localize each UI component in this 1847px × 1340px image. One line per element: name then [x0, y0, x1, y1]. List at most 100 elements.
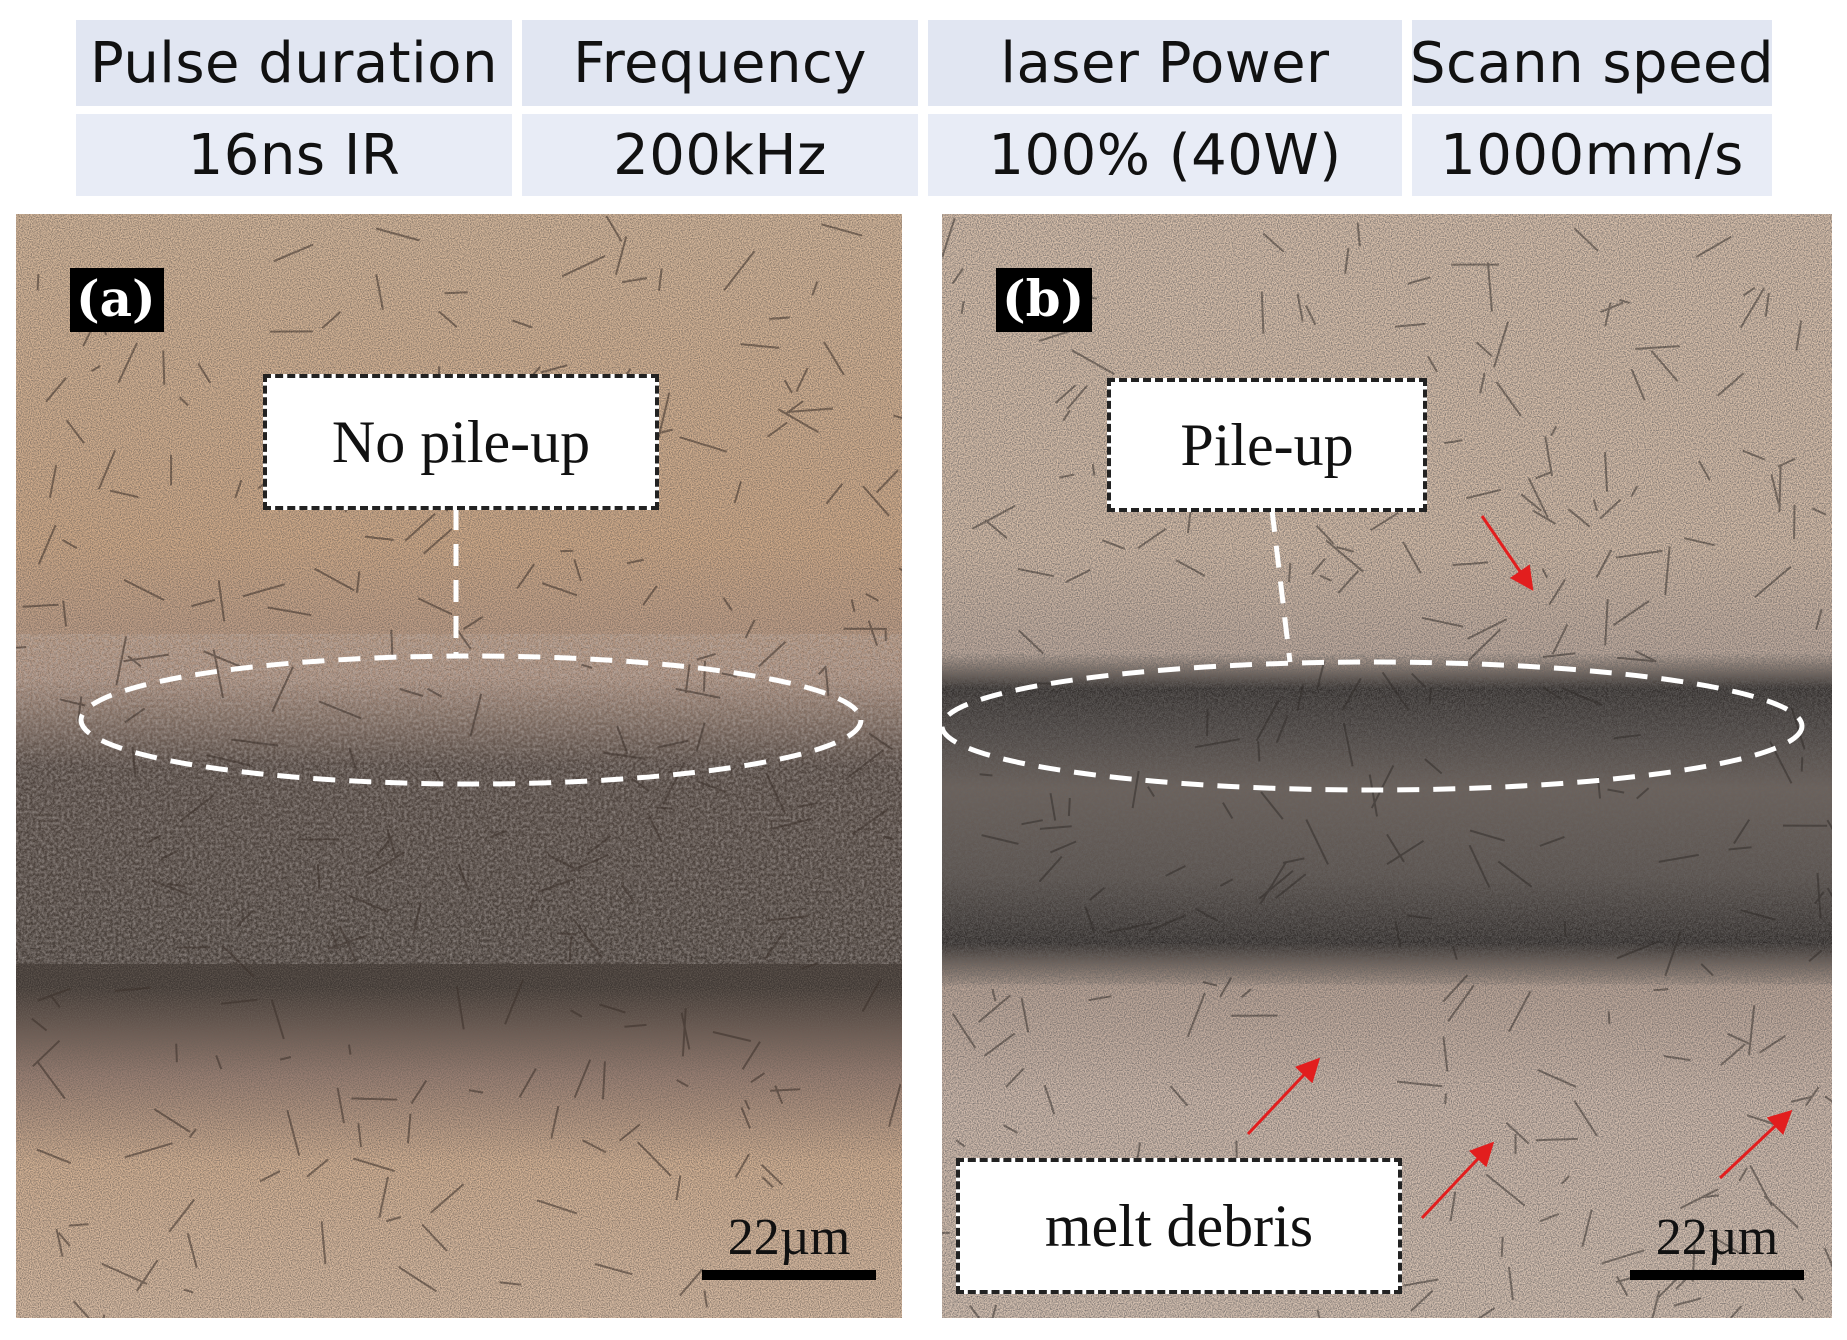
surface-scratch — [1137, 527, 1167, 550]
surface-scratch — [365, 851, 406, 877]
surface-scratch — [123, 578, 165, 601]
melt-debris-callout: melt debris — [956, 1158, 1402, 1294]
surface-scratch — [765, 772, 787, 815]
surface-scratch — [1447, 984, 1475, 1022]
surface-scratch — [1325, 539, 1364, 573]
surface-scratch — [457, 863, 471, 891]
surface-scratch — [1344, 247, 1350, 275]
surface-scratch — [32, 1039, 61, 1068]
surface-scratch — [1508, 1266, 1514, 1301]
surface-scratch — [1202, 981, 1218, 987]
surface-scratch — [48, 465, 58, 498]
surface-scratch — [167, 883, 185, 888]
surface-scratch — [153, 1108, 191, 1133]
surface-scratch — [127, 655, 142, 668]
surface-scratch — [1505, 1121, 1530, 1145]
surface-scratch — [183, 1288, 194, 1294]
surface-scratch — [599, 1003, 626, 1014]
surface-scratch — [1826, 819, 1832, 830]
surface-scratch — [318, 700, 362, 720]
surface-scratch — [1581, 1209, 1593, 1248]
surface-scratch — [242, 583, 285, 598]
surface-scratch — [1468, 628, 1502, 661]
surface-scratch — [572, 918, 604, 959]
surface-scratch — [1054, 384, 1077, 404]
surface-scratch — [469, 693, 483, 737]
surface-scratch — [1442, 974, 1469, 1003]
surface-scratch — [273, 243, 314, 263]
surface-scratch — [626, 558, 645, 565]
surface-scratch — [621, 277, 647, 284]
surface-scratch — [314, 567, 355, 592]
surface-scratch — [824, 667, 830, 696]
surface-scratch — [1616, 940, 1658, 960]
surface-scratch — [955, 1139, 966, 1148]
surface-scratch — [206, 754, 251, 767]
surface-scratch — [1539, 835, 1565, 847]
surface-scratch — [681, 1008, 687, 1057]
surface-scratch — [1402, 541, 1422, 574]
surface-scratch — [1595, 549, 1613, 578]
surface-scratch — [680, 1012, 691, 1050]
pile-up-callout: Pile-up — [1107, 378, 1427, 512]
surface-scratch — [1573, 1100, 1598, 1137]
surface-scratch — [818, 665, 827, 675]
surface-scratch — [722, 597, 733, 611]
surface-scratch — [1716, 372, 1745, 397]
surface-scratch — [1816, 872, 1822, 919]
surface-scratch — [49, 994, 61, 1008]
surface-scratch — [662, 762, 686, 805]
surface-scratch — [1790, 707, 1806, 750]
surface-scratch — [306, 1158, 329, 1178]
surface-scratch — [55, 1228, 64, 1257]
surface-scratch — [823, 341, 845, 376]
surface-scratch — [423, 528, 453, 555]
surface-scratch — [744, 619, 756, 639]
surface-scratch — [883, 835, 894, 841]
surface-scratch — [191, 598, 216, 608]
surface-scratch — [1615, 549, 1663, 559]
surface-scratch — [1186, 992, 1206, 1038]
surface-scratch — [412, 902, 422, 935]
surface-scratch — [573, 559, 583, 582]
surface-scratch — [1542, 686, 1563, 701]
surface-scratch — [676, 1079, 689, 1088]
surface-scratch — [115, 636, 128, 686]
surface-scratch — [1793, 1287, 1805, 1301]
surface-scratch — [656, 806, 673, 810]
surface-scratch — [1062, 409, 1071, 422]
value-pulse-duration: 16ns IR — [76, 114, 512, 196]
surface-scratch — [1091, 464, 1096, 476]
surface-scratch — [430, 1183, 465, 1214]
scale-bar-label-a: 22µm — [727, 1209, 851, 1266]
surface-scratch — [1651, 1290, 1661, 1318]
surface-scratch — [1101, 539, 1125, 550]
surface-scratch — [175, 1043, 178, 1063]
surface-scratch — [1452, 561, 1489, 567]
surface-scratch — [117, 342, 138, 384]
surface-scratch — [1493, 321, 1510, 368]
surface-scratch — [1561, 687, 1603, 707]
surface-scratch — [1165, 865, 1186, 877]
surface-scratch — [1410, 672, 1427, 688]
surface-scratch — [1049, 793, 1057, 821]
surface-scratch — [1466, 488, 1502, 500]
surface-scratch — [1147, 786, 1155, 798]
surface-scratch — [657, 392, 671, 438]
surface-scratch — [1541, 567, 1548, 579]
surface-scratch — [1486, 262, 1493, 312]
surface-scratch — [1720, 1043, 1746, 1066]
surface-scratch — [1500, 1236, 1504, 1258]
surface-scratch — [581, 663, 593, 669]
surface-scratch — [489, 829, 507, 839]
surface-scratch — [124, 707, 146, 724]
surface-scratch — [765, 915, 808, 922]
surface-scratch — [1679, 1188, 1719, 1210]
surface-scratch — [1560, 1175, 1570, 1185]
surface-scratch — [347, 894, 389, 914]
surface-scratch — [1758, 1034, 1786, 1054]
surface-scratch — [550, 1105, 560, 1139]
surface-scratch — [616, 725, 629, 755]
surface-scratch — [981, 834, 1019, 845]
surface-scratch — [758, 641, 786, 668]
